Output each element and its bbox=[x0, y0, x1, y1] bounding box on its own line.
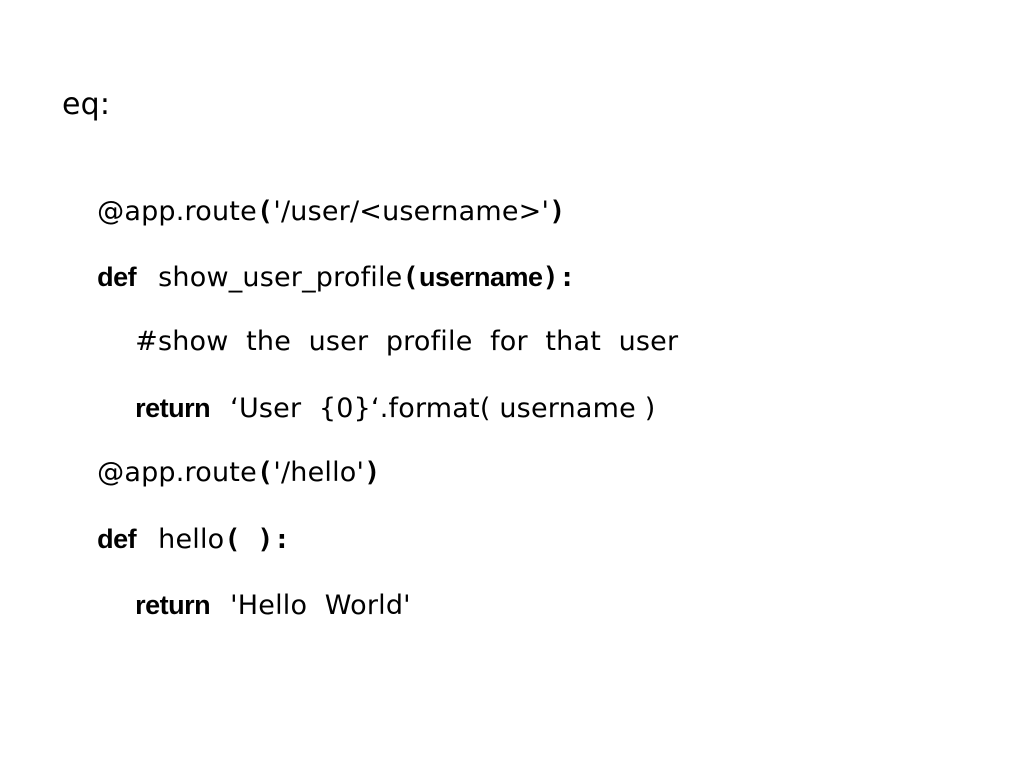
close-paren: ) bbox=[364, 457, 381, 488]
open-paren: ( bbox=[256, 457, 274, 488]
code-line-return-format: return ‘User {0}‘.format( username ) bbox=[100, 357, 655, 460]
code-line-route-user: @app.route('/user/<username>') bbox=[62, 161, 566, 263]
keyword-return: return bbox=[135, 393, 211, 423]
open-paren: ( bbox=[402, 262, 419, 293]
route-argument: '/hello' bbox=[273, 457, 365, 488]
string-literal: 'Hello World' bbox=[230, 590, 411, 621]
function-name: hello bbox=[158, 524, 225, 555]
close-paren-colon: ): bbox=[542, 262, 576, 293]
open-paren: ( bbox=[479, 393, 491, 424]
string-literal: ‘User {0}‘ bbox=[230, 393, 380, 424]
method-format: .format bbox=[379, 393, 480, 424]
decorator: @app.route bbox=[97, 196, 257, 227]
open-paren: ( bbox=[256, 196, 274, 227]
keyword-def: def bbox=[97, 262, 137, 292]
code-line-comment: #show the user profile for that user bbox=[100, 291, 678, 393]
code-line-def-hello: def hello( ): bbox=[62, 488, 290, 591]
parens-colon: ( ): bbox=[224, 524, 291, 555]
comment: #show the user profile for that user bbox=[135, 326, 679, 357]
close-paren: ) bbox=[644, 393, 656, 424]
heading: eq: bbox=[62, 87, 111, 122]
keyword-def: def bbox=[97, 524, 137, 554]
code-line-route-hello: @app.route('/hello') bbox=[62, 422, 381, 524]
parameter: username bbox=[490, 393, 645, 424]
function-name: show_user_profile bbox=[158, 262, 403, 293]
keyword-return: return bbox=[135, 590, 211, 620]
close-paren: ) bbox=[549, 196, 566, 227]
code-line-return-hello: return 'Hello World' bbox=[100, 554, 411, 657]
decorator: @app.route bbox=[97, 457, 257, 488]
route-argument: '/user/<username>' bbox=[273, 196, 550, 227]
code-line-def-show-user-profile: def show_user_profile(username): bbox=[62, 226, 575, 329]
parameter: username bbox=[418, 262, 543, 292]
